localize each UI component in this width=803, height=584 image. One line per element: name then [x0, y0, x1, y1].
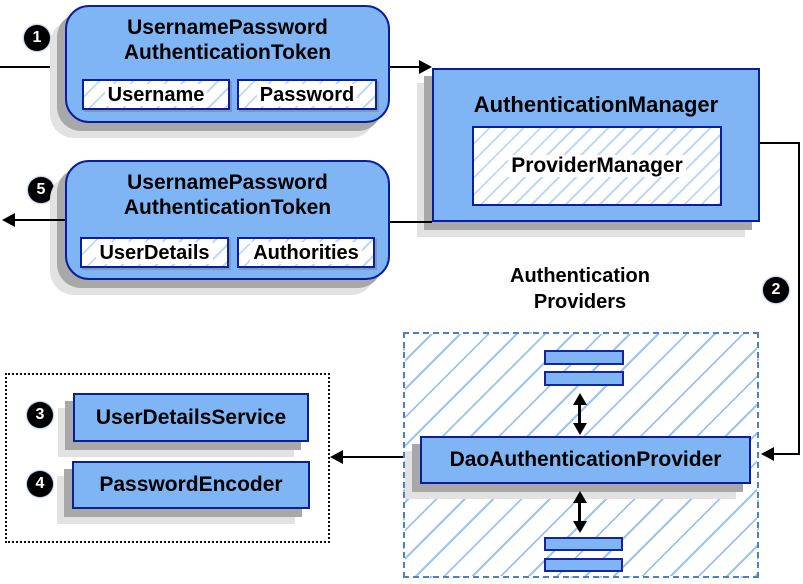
manager-to-provider-line-bottom	[774, 453, 800, 455]
password-encoder-box: PasswordEncoder	[72, 461, 310, 509]
userdetails-field-label: UserDetails	[96, 241, 213, 264]
provider-manager-box: ProviderManager	[472, 126, 722, 206]
provider-link-down-arrowhead-icon	[573, 423, 587, 435]
dao-authentication-provider-box: DaoAuthenticationProvider	[420, 436, 751, 484]
response-token-title-line2: AuthenticationToken	[123, 196, 332, 219]
username-field-box: Username	[82, 79, 230, 110]
userdetails-field-box: UserDetails	[80, 237, 229, 268]
provider-stack-bottom-bar-2	[544, 558, 623, 572]
dependencies-group	[5, 373, 330, 543]
manager-to-provider-arrowhead-icon	[761, 447, 774, 461]
step-1-badge: 1	[24, 25, 50, 51]
provider-link2-down-arrowhead-icon	[573, 521, 587, 533]
provider-to-dependencies-arrowhead-icon	[330, 450, 343, 464]
password-field-box: Password	[237, 79, 377, 110]
manager-to-token-line	[390, 221, 432, 223]
authentication-providers-heading-line1: Authentication	[510, 265, 650, 287]
manager-to-provider-line-top	[760, 142, 800, 144]
response-token-title-line1: UsernamePassword	[127, 171, 328, 194]
request-token-title-line2: AuthenticationToken	[123, 41, 332, 64]
step-4-badge: 4	[27, 471, 53, 497]
provider-to-dependencies-line	[343, 456, 403, 458]
provider-link-top-shaft	[578, 402, 581, 428]
authentication-providers-heading-line2: Providers	[533, 291, 627, 313]
provider-link-bottom-shaft	[578, 500, 581, 526]
response-token-title: UsernamePassword AuthenticationToken	[67, 170, 388, 220]
user-details-service-box: UserDetailsService	[73, 393, 309, 442]
step-5-badge: 5	[28, 177, 54, 203]
response-out-line	[14, 219, 65, 221]
provider-stack-top-bar-1	[544, 350, 624, 365]
request-token-title-line1: UsernamePassword	[127, 16, 328, 39]
token-to-manager-line	[390, 66, 420, 68]
username-field-label: Username	[104, 83, 208, 106]
token-to-manager-arrowhead-icon	[419, 60, 432, 74]
password-encoder-label: PasswordEncoder	[99, 473, 283, 496]
response-out-arrowhead-icon	[2, 213, 15, 227]
provider-link2-up-arrowhead-icon	[573, 491, 587, 503]
response-token-box: UsernamePassword AuthenticationToken Use…	[65, 160, 390, 280]
step-2-badge: 2	[763, 277, 789, 303]
manager-to-provider-line-vertical	[798, 142, 800, 455]
password-field-label: Password	[256, 83, 358, 106]
provider-stack-top-bar-2	[544, 371, 624, 386]
authentication-manager-title: AuthenticationManager	[473, 92, 719, 117]
authorities-field-box: Authorities	[237, 237, 375, 268]
authentication-providers-heading: Authentication Providers	[440, 263, 720, 315]
step-3-badge: 3	[27, 402, 53, 428]
provider-stack-bottom-bar-1	[544, 537, 623, 551]
provider-link-up-arrowhead-icon	[573, 393, 587, 405]
user-details-service-label: UserDetailsService	[95, 405, 287, 429]
authentication-manager-box: AuthenticationManager ProviderManager	[432, 68, 760, 222]
authorities-field-label: Authorities	[250, 241, 362, 264]
dao-authentication-provider-label: DaoAuthenticationProvider	[449, 448, 722, 471]
authentication-providers-group: DaoAuthenticationProvider	[403, 332, 759, 578]
request-token-box: UsernamePassword AuthenticationToken Use…	[65, 5, 390, 123]
request-in-line	[0, 66, 66, 68]
provider-manager-label: ProviderManager	[508, 155, 686, 177]
